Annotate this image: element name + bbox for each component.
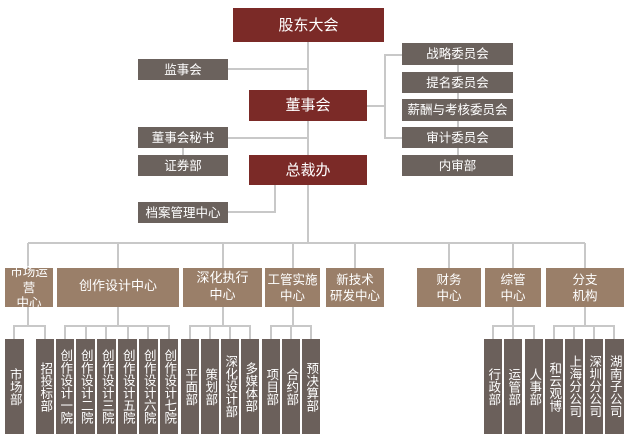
center-label: 新技术 (336, 271, 374, 287)
center-box: 综管中心 (485, 268, 541, 307)
department-label: 人事部 (527, 367, 543, 406)
department-box: 人事部 (525, 339, 543, 434)
center-label: 中心 (436, 287, 462, 303)
department-label: 预决算部 (304, 361, 320, 412)
department-label: 合约部 (284, 367, 300, 406)
department-box: 合约部 (282, 339, 300, 434)
committee-box: 战略委员会 (402, 43, 513, 65)
department-label: 策划部 (203, 367, 219, 406)
department-box: 平面部 (181, 339, 199, 434)
center-box: 创作设计中心 (57, 268, 179, 307)
branch-label: 和云观博 (547, 361, 563, 412)
branch-label: 湖南子公司 (607, 355, 623, 418)
department-label: 平面部 (183, 367, 199, 406)
department-box: 创作设计一院 (56, 339, 74, 434)
branch-box: 上海分公司 (565, 339, 583, 434)
department-label: 市场部 (7, 367, 23, 406)
archives-center-box: 档案管理中心 (138, 202, 228, 223)
department-label: 创作设计二院 (78, 349, 94, 424)
center-label: 深化执行 (196, 271, 249, 287)
center-box: 深化执行中心 (183, 268, 262, 307)
department-label: 创作设计一院 (58, 349, 74, 424)
committee-box: 内审部 (402, 155, 513, 176)
center-box: 工管实施中心 (265, 268, 320, 307)
department-label: 创作设计五院 (120, 349, 136, 424)
shareholders-meeting-box: 股东大会 (233, 8, 384, 42)
department-box: 创作设计五院 (118, 339, 137, 434)
center-label: 创作设计中心 (78, 279, 157, 295)
center-box: 分支机构 (546, 268, 624, 307)
department-box: 预决算部 (302, 339, 320, 434)
center-label: 研发中心 (329, 287, 380, 303)
branch-box: 湖南子公司 (605, 339, 624, 434)
department-box: 创作设计七院 (160, 339, 178, 434)
department-label: 多媒体部 (243, 361, 259, 412)
center-box: 财务中心 (417, 268, 481, 307)
president-office-box: 总裁办 (249, 155, 367, 185)
center-box: 市场运营中心 (5, 264, 53, 310)
center-label: 分支 (572, 271, 598, 287)
center-label: 综管 (500, 271, 526, 287)
branch-box: 深圳分公司 (585, 339, 603, 434)
department-label: 创作设计七院 (162, 349, 178, 424)
department-label: 创作设计三院 (99, 349, 115, 424)
department-box: 行政部 (484, 339, 502, 434)
branch-box: 和云观博 (545, 339, 563, 434)
securities-dept-box: 证券部 (138, 155, 228, 176)
department-box: 策划部 (201, 339, 219, 434)
center-label: 中心 (279, 287, 305, 303)
center-label: 中心 (500, 287, 526, 303)
supervisors-box: 监事会 (138, 59, 228, 80)
department-box: 市场部 (5, 339, 24, 434)
department-label: 创作设计六院 (141, 349, 157, 424)
branch-label: 上海分公司 (567, 355, 583, 418)
department-box: 创作设计三院 (97, 339, 116, 434)
department-box: 招投标部 (36, 339, 54, 434)
center-label: 市场运营 (10, 264, 48, 295)
department-box: 运管部 (504, 339, 522, 434)
department-label: 行政部 (486, 367, 502, 406)
department-label: 项目部 (264, 367, 280, 406)
department-box: 项目部 (262, 339, 280, 434)
department-label: 深化设计部 (223, 355, 239, 418)
center-box: 新技术研发中心 (326, 268, 384, 307)
department-box: 多媒体部 (241, 339, 259, 434)
department-label: 运管部 (506, 367, 522, 406)
board-of-directors-box: 董事会 (249, 90, 367, 121)
center-label: 中心 (16, 295, 42, 311)
department-box: 创作设计六院 (139, 339, 158, 434)
board-secretary-box: 董事会秘书 (138, 127, 228, 148)
committee-box: 审计委员会 (402, 127, 513, 148)
center-label: 机构 (572, 287, 598, 303)
department-box: 创作设计二院 (76, 339, 95, 434)
center-label: 工管实施 (267, 271, 318, 287)
center-label: 中心 (209, 287, 236, 303)
department-box: 深化设计部 (221, 339, 239, 434)
department-label: 招投标部 (38, 361, 54, 412)
branch-label: 深圳分公司 (587, 355, 603, 418)
committee-box: 提名委员会 (402, 72, 513, 93)
center-label: 财务 (436, 271, 462, 287)
committee-box: 薪酬与考核委员会 (402, 99, 513, 121)
